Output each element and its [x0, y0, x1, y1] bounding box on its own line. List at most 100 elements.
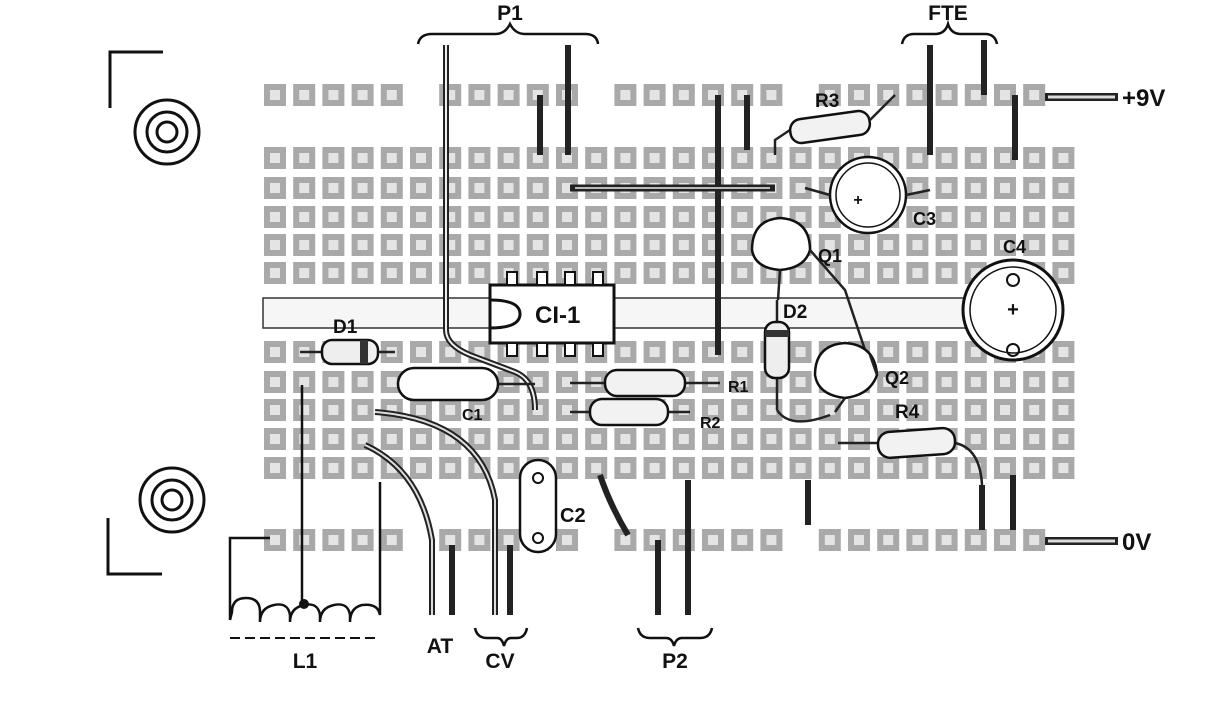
board-pad-hole — [503, 90, 514, 100]
label-d1: D1 — [333, 317, 358, 338]
board-pad-hole — [941, 405, 952, 415]
board-pad-hole — [912, 377, 923, 387]
corner-mark-top — [108, 50, 163, 108]
board-pad-hole — [824, 153, 835, 163]
board-pad-hole — [970, 183, 981, 193]
board-pad-hole — [649, 153, 660, 163]
board-pad-hole — [824, 405, 835, 415]
board-pad-hole — [562, 240, 572, 250]
board-pad-hole — [708, 153, 718, 163]
board-pad-hole — [562, 183, 572, 193]
board-pad-hole — [386, 90, 397, 100]
board-pad-hole — [357, 212, 368, 222]
board-pad-hole — [795, 153, 806, 163]
board-pad-hole — [474, 212, 485, 222]
board-pad-hole — [737, 153, 748, 163]
board-pad-hole — [1058, 377, 1069, 387]
board-pad-hole — [591, 153, 602, 163]
board-pad-hole — [795, 347, 806, 357]
board-pad-hole — [416, 212, 426, 222]
board-pad-hole — [649, 463, 660, 473]
board-pad-hole — [970, 434, 981, 444]
board-pad-hole — [737, 535, 748, 545]
board-pad-hole — [1000, 90, 1010, 100]
board-pad-hole — [270, 153, 280, 163]
board-pad-hole — [912, 463, 923, 473]
board-pad-hole — [357, 463, 368, 473]
board-pad-hole — [941, 212, 952, 222]
board-pad-hole — [299, 153, 310, 163]
board-pad-hole — [970, 153, 981, 163]
board-pad-hole — [328, 377, 339, 387]
board-pad-hole — [591, 212, 602, 222]
board-pad-hole — [1058, 240, 1069, 250]
board-pad-hole — [941, 240, 952, 250]
board-pad-hole — [562, 463, 572, 473]
board-pad-hole — [386, 268, 397, 278]
board-pad-hole — [503, 240, 514, 250]
board-pad-hole — [562, 212, 572, 222]
board-pad-hole — [620, 434, 631, 444]
board-pad-hole — [416, 347, 426, 357]
board-pad-hole — [970, 463, 981, 473]
board-pad-hole — [503, 183, 514, 193]
transistor-q1 — [750, 216, 867, 351]
board-pad-hole — [474, 153, 485, 163]
board-pad-hole — [503, 405, 514, 415]
board-pad-hole — [737, 347, 748, 357]
board-pad-hole — [678, 212, 689, 222]
board-pad-hole — [445, 535, 456, 545]
board-pad-hole — [854, 535, 864, 545]
board-pad-hole — [445, 153, 456, 163]
board-pad-hole — [474, 434, 485, 444]
capacitor-c4 — [961, 258, 1065, 362]
board-pad-hole — [416, 268, 426, 278]
board-pad-hole — [854, 240, 864, 250]
board-pad-hole — [357, 405, 368, 415]
board-pad-hole — [766, 153, 777, 163]
board-pad-hole — [1000, 434, 1010, 444]
board-pad-hole — [328, 268, 339, 278]
board-pad-hole — [270, 183, 280, 193]
board-pad-hole — [766, 212, 777, 222]
board-pad-hole — [445, 434, 456, 444]
board-pad-hole — [678, 153, 689, 163]
board-pad-hole — [386, 434, 397, 444]
board-pad-hole — [1058, 405, 1069, 415]
board-pad-hole — [445, 347, 456, 357]
board-pad-hole — [766, 377, 777, 387]
board-pad-hole — [386, 183, 397, 193]
board-pad-hole — [591, 463, 602, 473]
board-pad-hole — [357, 434, 368, 444]
board-pad-hole — [1029, 405, 1040, 415]
board-pad-hole — [1000, 377, 1010, 387]
board-pad-hole — [1029, 463, 1040, 473]
board-pad-hole — [795, 405, 806, 415]
diode-d2 — [763, 300, 791, 410]
board-pad-hole — [941, 535, 952, 545]
board-pad-hole — [737, 405, 748, 415]
board-pad-hole — [416, 153, 426, 163]
capacitor-c1 — [396, 366, 535, 402]
board-pad-hole — [824, 535, 835, 545]
board-pad-hole — [357, 153, 368, 163]
board-pad-hole — [503, 153, 514, 163]
board-pad-hole — [708, 347, 718, 357]
board-pad-hole — [912, 153, 923, 163]
board-pad-hole — [386, 153, 397, 163]
board-pad-hole — [1029, 240, 1040, 250]
board-pad-hole — [328, 153, 339, 163]
board-pad-hole — [270, 377, 280, 387]
resistor-r3 — [773, 94, 896, 155]
board-pad-hole — [883, 153, 894, 163]
board-pad-hole — [708, 90, 718, 100]
board-pad-hole — [532, 183, 543, 193]
label-c4: C4 — [1003, 237, 1026, 257]
board-pad-hole — [299, 212, 310, 222]
board-pad-hole — [883, 268, 894, 278]
board-pad-hole — [766, 90, 777, 100]
board-pad-hole — [445, 90, 456, 100]
board-pad-hole — [416, 434, 426, 444]
board-pad-hole — [532, 212, 543, 222]
board-pad-hole — [1000, 240, 1010, 250]
